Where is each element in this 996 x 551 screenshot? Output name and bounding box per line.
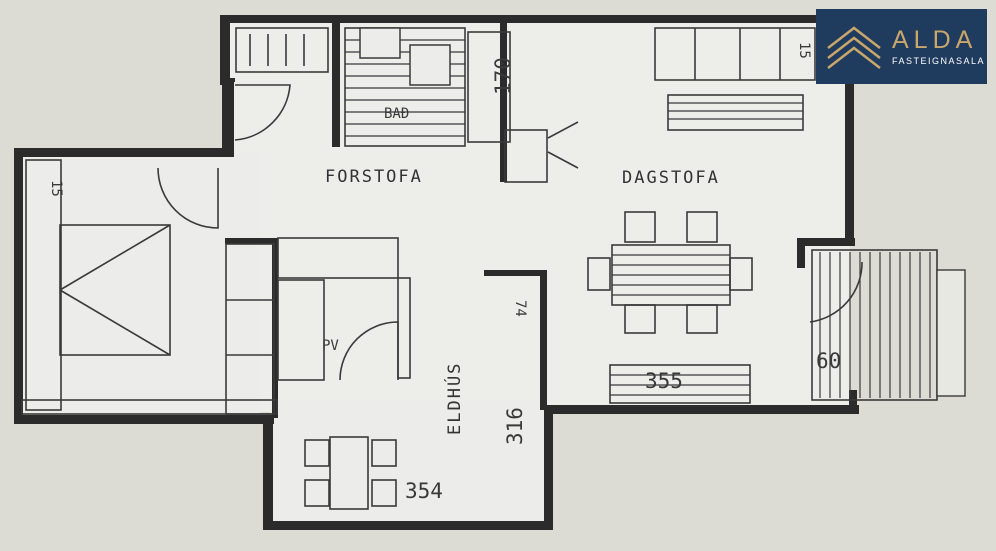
room-label-bad: BAÐ — [384, 106, 409, 122]
dimension-eldhus-width: 354 — [405, 479, 443, 503]
dimension-small-a: 15 — [48, 180, 64, 197]
dimension-small-b: 15 — [796, 42, 812, 59]
dimension-bad-width: 170 — [491, 57, 515, 95]
bathroom-tiles — [344, 27, 466, 147]
dimension-balcony: 60 — [816, 349, 841, 373]
dimension-small-c: 74 — [512, 300, 528, 317]
logo-text: ALDA FASTEIGNASALA — [892, 27, 985, 66]
logo-brand-name: ALDA — [892, 26, 978, 54]
dimension-dagstofa-bench: 355 — [645, 369, 683, 393]
balcony — [811, 249, 966, 401]
room-label-eldhus: ELDHÚS — [443, 362, 465, 435]
room-label-dagstofa: DAGSTOFA — [622, 168, 720, 188]
logo-tagline: FASTEIGNASALA — [892, 56, 986, 66]
dimension-eldhus-depth: 316 — [503, 407, 527, 445]
roof-chevrons-icon — [827, 25, 881, 69]
door-swings — [157, 84, 863, 381]
kitchen-dining — [304, 436, 397, 510]
exterior-walls — [14, 15, 859, 530]
living-room-furniture — [587, 94, 804, 404]
interior-walls — [222, 22, 547, 418]
kitchen-tag: PV — [322, 338, 339, 354]
room-label-forstofa: FORSTOFA — [325, 167, 423, 187]
brand-logo: ALDA FASTEIGNASALA — [816, 9, 987, 84]
